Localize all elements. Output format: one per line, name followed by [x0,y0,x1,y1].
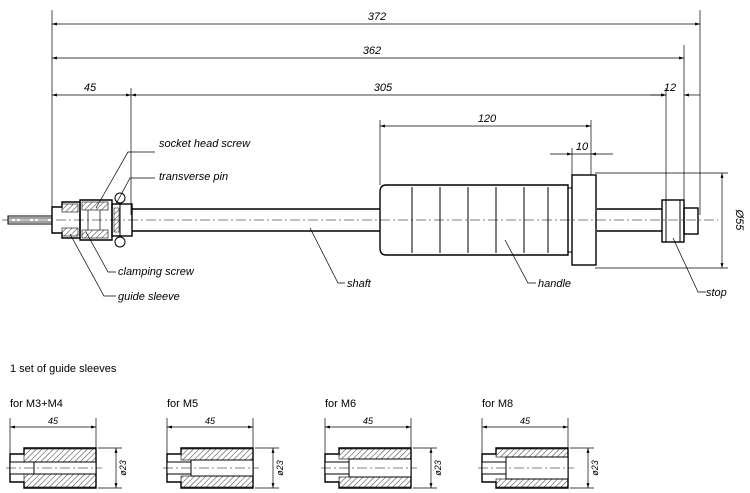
dim-55-label: Ø55 [733,209,745,232]
sleeve-length-label: 45 [520,416,531,426]
sleeve-wall-bottom [495,478,569,488]
sleeve-diameter-label: ø23 [118,460,128,476]
sleeve-diameter-label: ø23 [590,460,600,476]
label-transverse-pin: transverse pin [159,171,228,183]
sleeve-title: for M5 [167,398,198,410]
handle [379,174,597,266]
dim-120-label: 120 [478,113,497,125]
sleeve-wall-bottom [23,473,97,488]
stop-assembly [661,199,699,243]
dimension-362: 362 [52,45,684,60]
dimension-120: 120 [380,113,591,128]
sleeve-wall-top [23,448,97,463]
sleeve-title: for M3+M4 [10,398,63,410]
sleeve-length-label: 45 [48,416,59,426]
shaft [132,208,662,232]
dim-305-label: 305 [374,82,393,94]
sleeve-wall-top [338,448,412,460]
sleeve-wall-bottom [338,476,412,488]
label-guide-sleeve: guide sleeve [118,291,180,303]
guide-sleeve-m5: for M5 45 ø23 [163,398,285,489]
sleeve-diameter-label: ø23 [433,460,443,476]
dimension-10: 10 [550,141,613,156]
dimension-diameter-55: Ø55 [720,173,745,268]
guide-sleeve-m3-m4: for M3+M4 45 ø23 [6,398,128,489]
sleeve-title: for M8 [482,398,513,410]
guide-sleeve-m8: for M8 45 ø23 [478,398,600,489]
dim-10-label: 10 [576,141,589,153]
puller-head [7,192,133,248]
sleeve-wall-top [495,448,569,458]
label-stop: stop [706,287,727,299]
guide-sleeves-heading: 1 set of guide sleeves [10,363,117,375]
leader-lines [69,151,706,297]
dimension-372: 372 [52,11,700,26]
sleeve-length-label: 45 [205,416,216,426]
dim-372-label: 372 [368,11,386,23]
dim-362-label: 362 [363,45,381,57]
dimension-45: 45 [52,82,131,97]
dim-12-label: 12 [664,82,676,94]
extension-lines [51,10,728,269]
sleeve-wall-bottom [180,475,254,488]
guide-sleeve-m6: for M6 45 ø23 [321,398,443,489]
dim-45-label: 45 [84,82,97,94]
sleeve-wall-top [180,448,254,461]
sleeve-diameter-label: ø23 [275,460,285,476]
dimension-305: 305 [131,82,666,97]
dimension-12: 12 [650,82,700,97]
sleeve-title: for M6 [325,398,356,410]
label-socket-head-screw: socket head screw [159,138,251,150]
label-clamping-screw: clamping screw [118,266,195,278]
label-shaft: shaft [347,278,372,290]
sleeve-length-label: 45 [363,416,374,426]
label-handle: handle [538,278,571,290]
